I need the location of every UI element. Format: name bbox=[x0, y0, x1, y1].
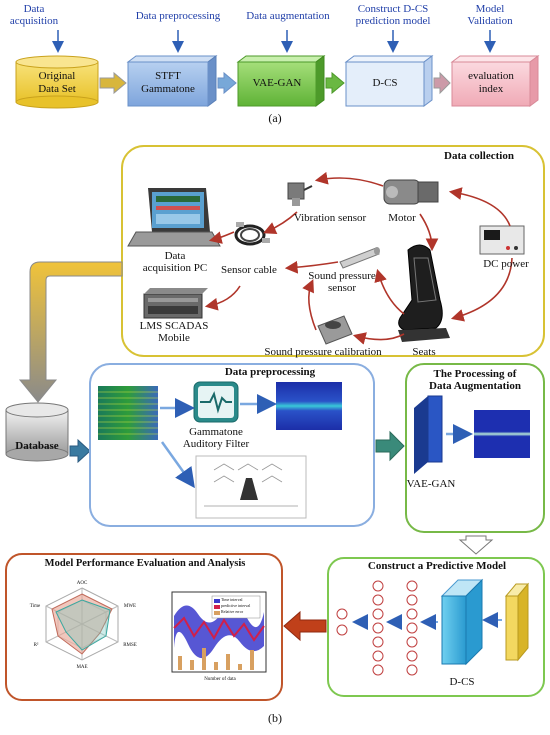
neural-network-arrows bbox=[352, 612, 502, 630]
model-to-evaluation-arrow bbox=[283, 610, 327, 642]
collection-to-database-arrow bbox=[18, 261, 123, 403]
stage-label-preprocessing: Data preprocessing bbox=[135, 10, 221, 22]
label-sensor-cable: Sensor cable bbox=[221, 264, 277, 276]
vae-gan-box bbox=[236, 55, 326, 107]
predictive-title: Construct a Predictive Model bbox=[367, 560, 507, 572]
gammatone-filter-label: Gammatone Auditory Filter bbox=[182, 426, 250, 450]
label-seats: Seats bbox=[412, 346, 436, 358]
calibrator-icon bbox=[317, 315, 353, 345]
time-series-chart bbox=[171, 591, 267, 673]
d-cs-layer-blue bbox=[440, 578, 484, 666]
database-label: Database bbox=[15, 440, 59, 452]
radar-chart bbox=[45, 587, 119, 661]
caption-a: (a) bbox=[268, 111, 282, 125]
label-data-acquisition-pc: Data acquisition PC bbox=[142, 250, 208, 274]
d-cs-layer-yellow bbox=[504, 582, 530, 662]
predictive-model-panel bbox=[327, 557, 545, 697]
stage-label-validation: Model Validation bbox=[467, 3, 513, 27]
flow-arrows-a bbox=[99, 71, 451, 95]
lms-scadas-icon bbox=[143, 288, 208, 319]
box-label-vae-gan: VAE-GAN bbox=[252, 77, 302, 89]
box-label-stft: STFT Gammatone bbox=[141, 70, 195, 95]
augmentation-to-model-arrow bbox=[458, 535, 494, 555]
stft-gammatone-box bbox=[126, 55, 218, 107]
gammatone-filter-icon bbox=[193, 381, 239, 423]
preprocessing-to-augmentation-arrow bbox=[375, 430, 405, 462]
box-label-evaluation: evaluation index bbox=[468, 70, 514, 95]
stage-label-model: Construct D-CS prediction model bbox=[355, 3, 431, 27]
predictive-model-label: D-CS bbox=[449, 676, 475, 688]
original-data-set-box bbox=[15, 55, 99, 109]
box-label-original: Original Data Set bbox=[38, 70, 76, 95]
stage-label-acquisition: Data acquisition bbox=[9, 3, 59, 27]
gammatone-spectrogram bbox=[276, 382, 342, 430]
database-cylinder bbox=[5, 402, 69, 462]
data-collection-title: Data collection bbox=[444, 150, 514, 162]
stage-label-augmentation: Data augmentation bbox=[246, 10, 330, 22]
label-vibration-sensor: Vibration sensor bbox=[293, 212, 367, 224]
label-lms-scadas: LMS SCADAS Mobile bbox=[139, 320, 209, 344]
neural-network-nodes bbox=[336, 580, 418, 676]
chart-legend-item: predictive interval bbox=[221, 603, 251, 608]
evaluation-title: Model Performance Evaluation and Analysi… bbox=[44, 558, 246, 569]
radar-axis-label: MAE bbox=[76, 665, 88, 670]
preprocessing-arrows bbox=[160, 394, 277, 489]
sound-pressure-sensor-icon bbox=[339, 247, 380, 269]
chart-legend-item: Relative error bbox=[221, 609, 244, 614]
raw-spectrogram bbox=[98, 386, 158, 440]
laptop-icon bbox=[127, 188, 221, 247]
evaluation-index-box bbox=[450, 55, 540, 107]
label-calibration: Sound pressure calibration bbox=[264, 346, 382, 358]
caption-b: (b) bbox=[268, 711, 282, 725]
label-sound-pressure-sensor: Sound pressure sensor bbox=[308, 270, 376, 294]
vae-gan-block bbox=[414, 395, 443, 474]
augmented-spectrogram bbox=[474, 410, 530, 458]
label-dc-power: DC power bbox=[483, 258, 529, 270]
chart-legend-item: Time interval bbox=[221, 597, 243, 602]
vibration-sensor-icon bbox=[287, 182, 313, 206]
d-cs-box bbox=[344, 55, 434, 107]
database-to-preprocessing-arrow bbox=[69, 438, 91, 464]
label-motor: Motor bbox=[388, 212, 416, 224]
auditory-filter-schematic bbox=[195, 455, 307, 519]
sensor-cable-icon bbox=[234, 222, 270, 246]
chart-x-axis-label: Number of data bbox=[204, 677, 236, 682]
box-label-dcs: D-CS bbox=[372, 77, 398, 89]
radar-axis-label: R² bbox=[33, 643, 39, 648]
augmentation-model-label: VAE-GAN bbox=[406, 478, 456, 490]
radar-axis-label: AOC bbox=[76, 581, 88, 586]
dc-power-icon bbox=[479, 225, 525, 255]
motor-icon bbox=[383, 179, 439, 205]
radar-axis-label: Time bbox=[29, 604, 41, 609]
preprocessing-title: Data preprocessing bbox=[224, 366, 316, 378]
radar-axis-label: MWE bbox=[123, 604, 137, 609]
augmentation-title: The Processing of Data Augmentation bbox=[429, 368, 521, 392]
radar-axis-label: RMSE bbox=[123, 643, 137, 648]
collection-red-arrows bbox=[204, 171, 513, 345]
seat-icon bbox=[398, 244, 450, 342]
stage-arrows bbox=[52, 30, 496, 53]
